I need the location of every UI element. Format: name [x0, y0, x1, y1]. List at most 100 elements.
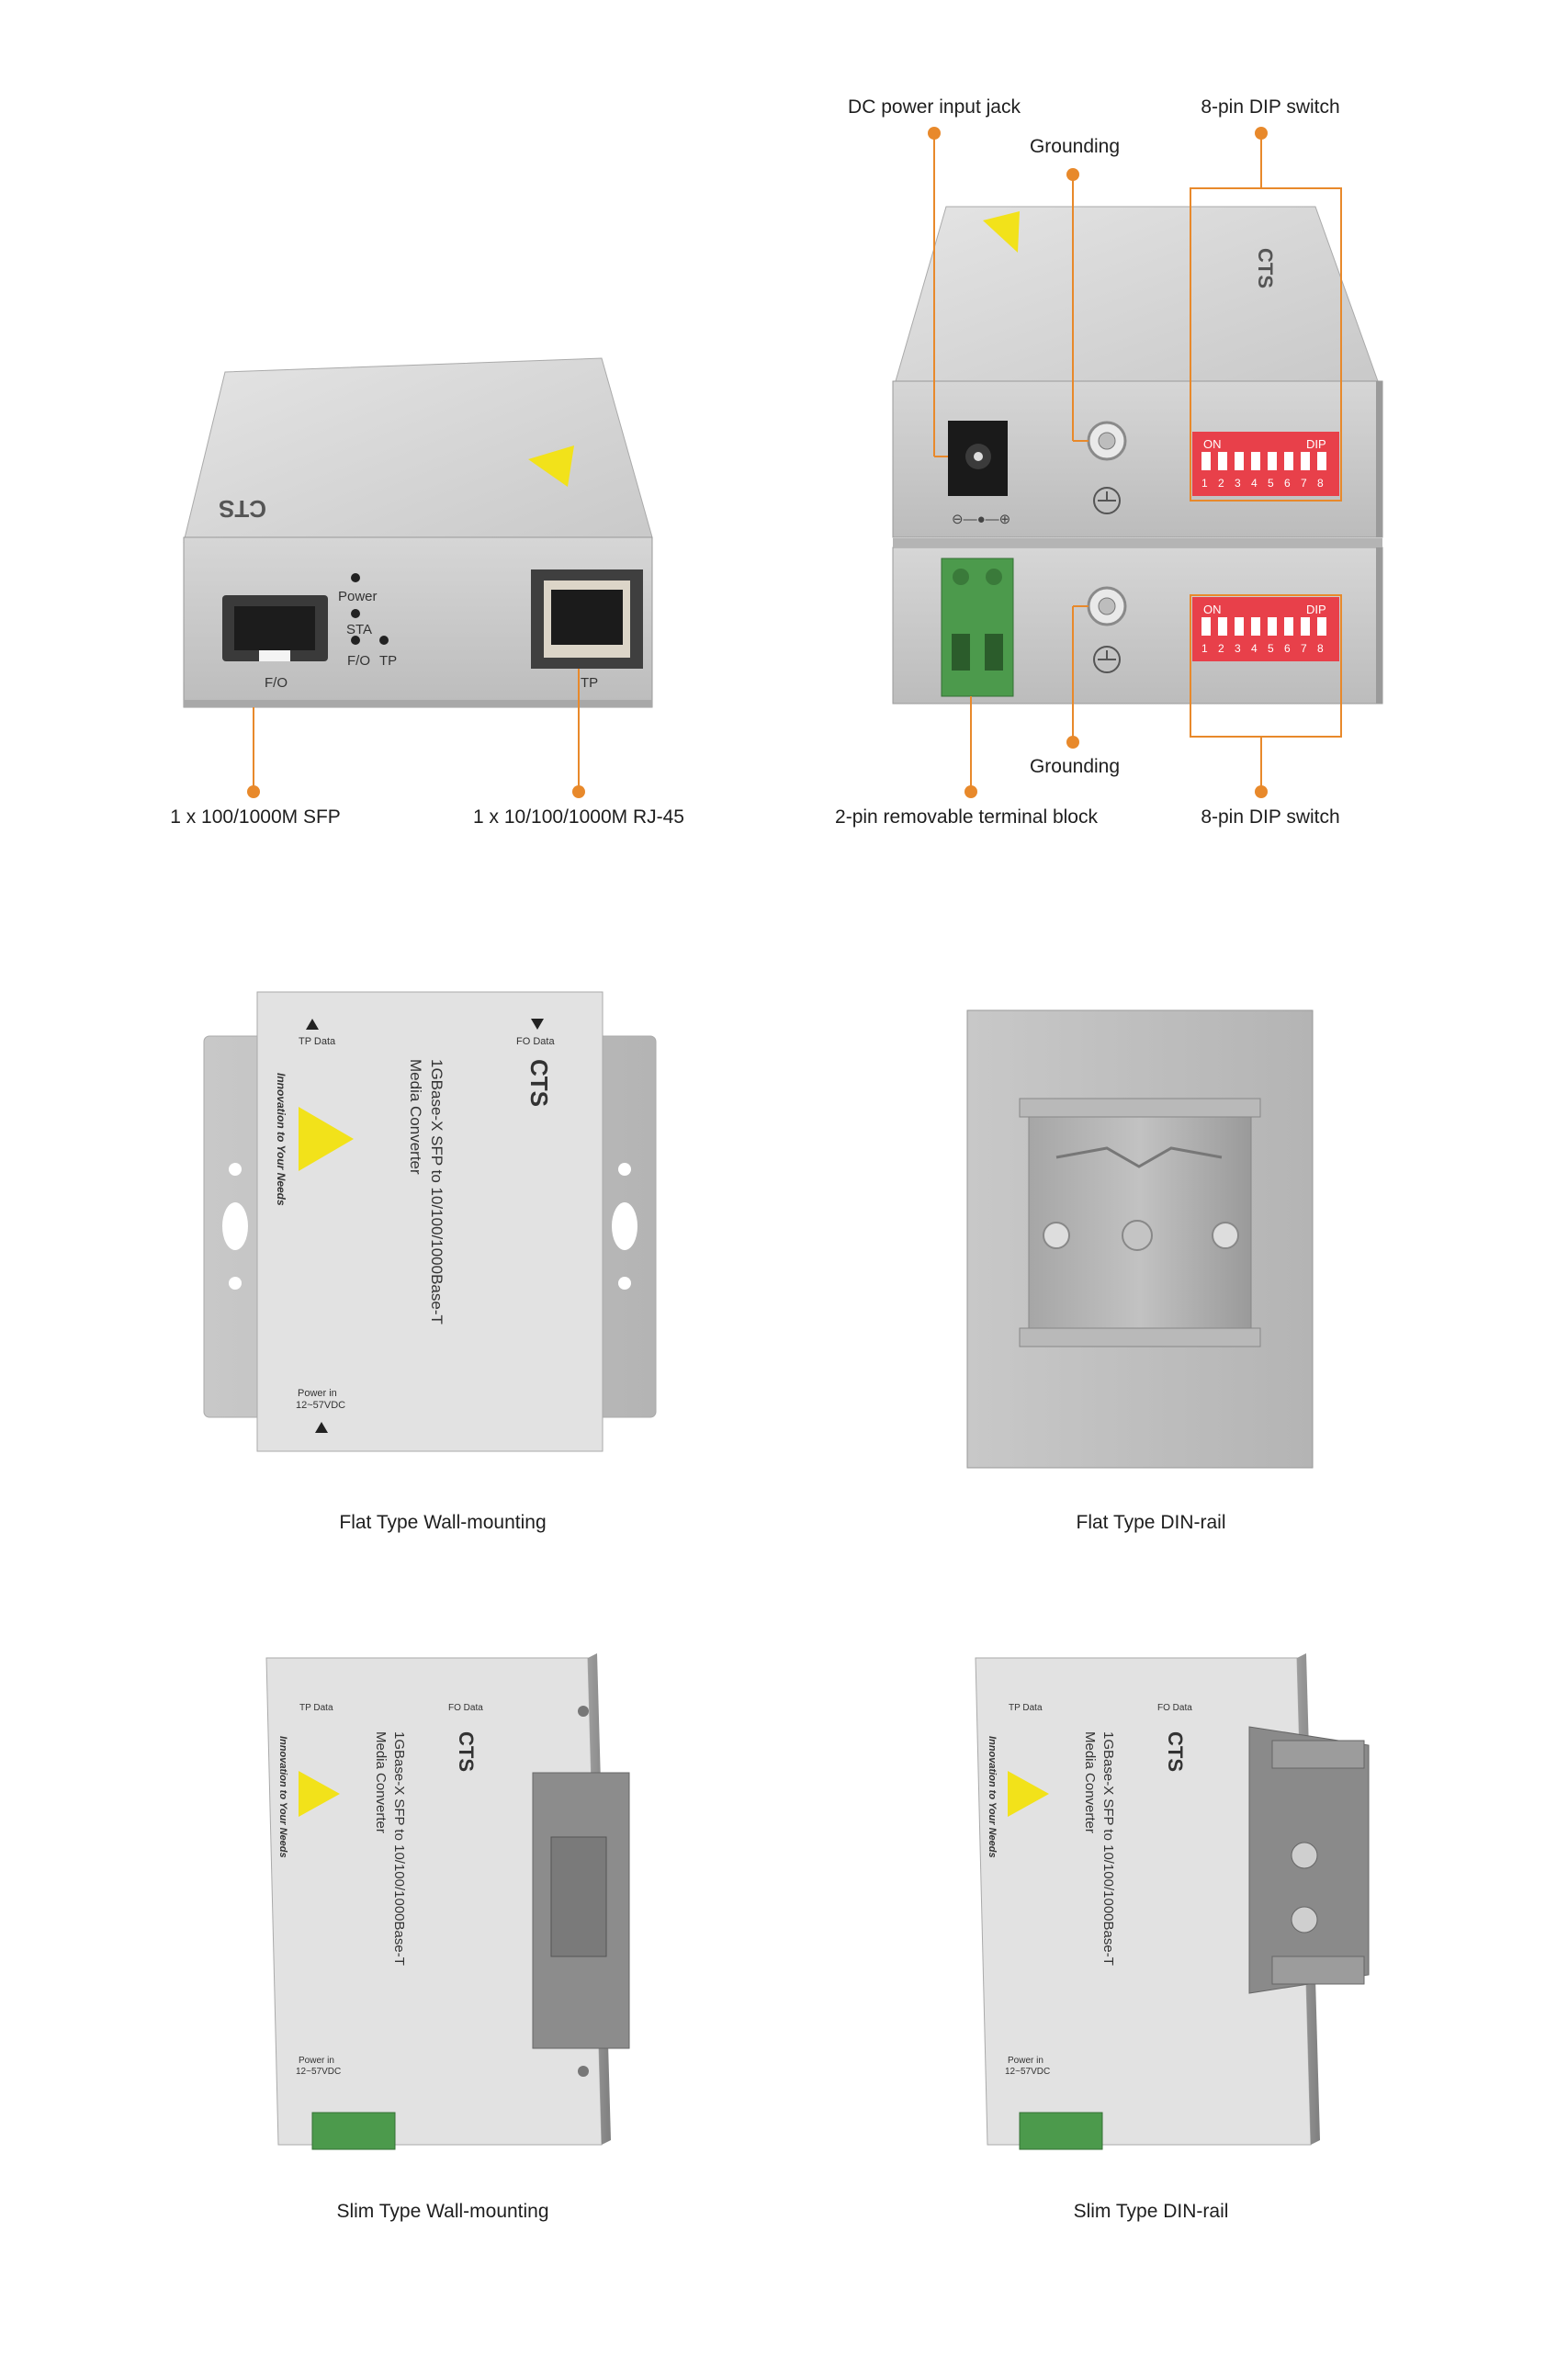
dip-number: 5 [1268, 477, 1274, 490]
dip-switch-upper [1192, 432, 1339, 496]
sta-led-icon [351, 609, 360, 618]
dip-toggle [1235, 617, 1244, 636]
dip-number: 4 [1251, 642, 1258, 655]
dip-number: 1 [1201, 642, 1208, 655]
dip-toggle [1317, 617, 1326, 636]
dip-number: 3 [1235, 477, 1241, 490]
dip-toggle [1251, 452, 1260, 470]
dip-number: 8 [1317, 477, 1324, 490]
tagline-slim-din: Innovation to Your Needs [987, 1736, 998, 1858]
dip-toggle [1317, 452, 1326, 470]
dip-on-label-lower: ON [1203, 603, 1222, 616]
warning-triangle-icon [528, 445, 574, 487]
flat-din-rail-view [966, 1009, 1314, 1469]
dip-toggle [1201, 452, 1211, 470]
brand-logo-slim-din: CTS [1164, 1731, 1187, 1772]
dip-number: 6 [1284, 477, 1291, 490]
dip-number: 8 [1317, 642, 1324, 655]
slim-din-rail-view: Innovation to Your Needs 1GBase-X SFP to… [975, 1653, 1370, 2150]
power-in-label-slim: Power in [299, 2056, 334, 2066]
svg-text:CTS: CTS [219, 495, 266, 523]
tp-led-icon [379, 636, 389, 645]
dip-toggle [1251, 617, 1260, 636]
callout-terminal-block: 2-pin removable terminal block [835, 806, 1098, 828]
dip-toggle [1268, 617, 1277, 636]
led-fo-label: F/O [347, 653, 370, 669]
led-sta-label: STA [346, 622, 372, 637]
dip-toggle [1218, 617, 1227, 636]
power-range-label-slim-din: 12~57VDC [1005, 2067, 1050, 2077]
dip-switch-lower [1192, 597, 1339, 661]
tp-data-label: TP Data [299, 1036, 336, 1047]
led-power-label: Power [338, 589, 378, 604]
model-line1: 1GBase-X SFP to 10/100/1000Base-T [428, 1059, 446, 1325]
callout-dip-bottom: 8-pin DIP switch [1201, 806, 1340, 828]
dip-toggle [1284, 617, 1293, 636]
callout-sfp: 1 x 100/1000M SFP [170, 806, 341, 828]
dip-toggle [1235, 452, 1244, 470]
port-fo-label: F/O [265, 675, 288, 691]
dip-number: 4 [1251, 477, 1258, 490]
dip-number: 5 [1268, 642, 1274, 655]
port-tp-label: TP [581, 675, 598, 691]
model-line1-slim-din: 1GBase-X SFP to 10/100/1000Base-T [1100, 1731, 1116, 1966]
dip-number: 2 [1218, 477, 1224, 490]
fo-led-icon [351, 636, 360, 645]
dip-toggle [1201, 617, 1211, 636]
model-line1-slim: 1GBase-X SFP to 10/100/1000Base-T [391, 1731, 407, 1966]
callout-leaders-front [247, 669, 585, 798]
dip-toggle [1268, 452, 1277, 470]
fo-data-label: FO Data [516, 1036, 555, 1047]
dip-toggle [1301, 452, 1310, 470]
brand-logo: CTS [525, 1059, 553, 1107]
dip-number: 6 [1284, 642, 1291, 655]
power-range-label-slim: 12~57VDC [296, 2067, 341, 2077]
power-led-icon [351, 573, 360, 582]
model-line2-slim: Media Converter [373, 1731, 389, 1833]
caption-flat-wall: Flat Type Wall-mounting [339, 1512, 547, 1533]
model-line2: Media Converter [407, 1059, 424, 1175]
warning-triangle-icon-flat [299, 1107, 354, 1171]
power-in-label: Power in [298, 1388, 337, 1399]
dip-dip-label: DIP [1306, 437, 1326, 451]
front-view-device: CTS Power STA F/O TP F/O TP [183, 357, 653, 708]
tagline: Innovation to Your Needs [275, 1073, 288, 1206]
callout-dc-jack: DC power input jack [848, 96, 1021, 118]
tp-data-label-slim: TP Data [299, 1703, 333, 1713]
dip-number: 7 [1301, 477, 1307, 490]
power-range-label: 12~57VDC [296, 1400, 345, 1411]
brand-logo-slim: CTS [455, 1731, 478, 1772]
caption-slim-wall: Slim Type Wall-mounting [336, 2201, 549, 2222]
fo-data-label-slim: FO Data [448, 1703, 483, 1713]
power-in-label-slim-din: Power in [1008, 2056, 1043, 2066]
callout-leaders-rear [933, 133, 1342, 792]
flat-wall-mount-view: TP Data FO Data Innovation to Your Needs… [203, 991, 657, 1452]
dip-toggle [1301, 617, 1310, 636]
dip-number: 2 [1218, 642, 1224, 655]
fo-data-label-slim-din: FO Data [1157, 1703, 1192, 1713]
terminal-block [941, 558, 1014, 697]
dip-toggle [1218, 452, 1227, 470]
tagline-slim: Innovation to Your Needs [277, 1736, 288, 1858]
model-line2-slim-din: Media Converter [1082, 1731, 1098, 1833]
callout-grounding-bottom: Grounding [1029, 756, 1121, 777]
dip-number: 1 [1201, 477, 1208, 490]
svg-text:⊖—●—⊕: ⊖—●—⊕ [952, 512, 1010, 527]
caption-flat-din: Flat Type DIN-rail [1076, 1512, 1226, 1533]
dip-number: 7 [1301, 642, 1307, 655]
callout-dip-top: 8-pin DIP switch [1201, 96, 1340, 118]
tp-data-label-slim-din: TP Data [1009, 1703, 1043, 1713]
callout-grounding-top: Grounding [1029, 136, 1121, 157]
caption-slim-din: Slim Type DIN-rail [1073, 2201, 1229, 2222]
dip-on-label: ON [1203, 437, 1222, 451]
svg-text:CTS: CTS [1254, 248, 1277, 288]
dip-toggle [1284, 452, 1293, 470]
led-tp-label: TP [379, 653, 397, 669]
callout-rj45: 1 x 10/100/1000M RJ-45 [473, 806, 684, 828]
slim-wall-mount-view: Innovation to Your Needs 1GBase-X SFP to… [265, 1653, 630, 2150]
ground-symbol-icon [1093, 487, 1121, 514]
dip-dip-label-lower: DIP [1306, 603, 1326, 616]
dip-number: 3 [1235, 642, 1241, 655]
